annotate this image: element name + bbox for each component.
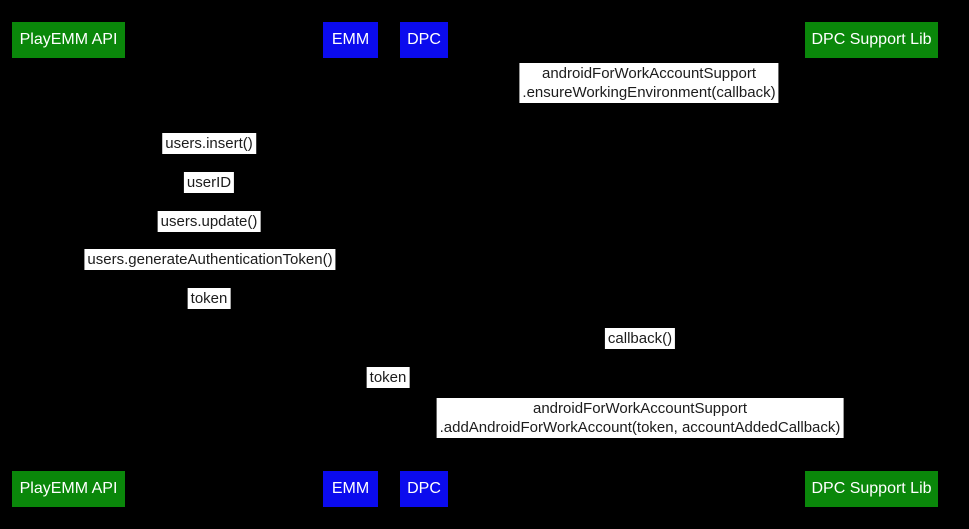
actor-bottom-playemm-api: PlayEMM API: [12, 471, 125, 507]
message-line: .ensureWorkingEnvironment(callback): [522, 84, 776, 101]
message-ensure-working-environment: androidForWorkAccountSupport .ensureWork…: [519, 63, 779, 103]
actor-top-dpc: DPC: [400, 22, 448, 58]
message-userid: userID: [183, 172, 235, 193]
actor-bottom-emm: EMM: [323, 471, 378, 507]
message-users-insert: users.insert(): [162, 133, 256, 154]
message-token-to-dpc: token: [366, 367, 410, 388]
actor-bottom-dpc: DPC: [400, 471, 448, 507]
message-add-android-for-work-account: androidForWorkAccountSupport .addAndroid…: [436, 398, 844, 438]
actor-top-dpc-support-lib: DPC Support Lib: [805, 22, 938, 58]
actor-bottom-dpc-support-lib: DPC Support Lib: [805, 471, 938, 507]
message-line: .addAndroidForWorkAccount(token, account…: [439, 419, 841, 436]
actor-top-playemm-api: PlayEMM API: [12, 22, 125, 58]
message-generate-authentication-token: users.generateAuthenticationToken(): [84, 249, 336, 270]
message-users-update: users.update(): [157, 211, 261, 232]
actor-top-emm: EMM: [323, 22, 378, 58]
message-line: androidForWorkAccountSupport: [533, 400, 747, 417]
message-token-to-emm: token: [187, 288, 231, 309]
message-line: androidForWorkAccountSupport: [541, 65, 756, 82]
message-callback: callback(): [604, 328, 676, 349]
